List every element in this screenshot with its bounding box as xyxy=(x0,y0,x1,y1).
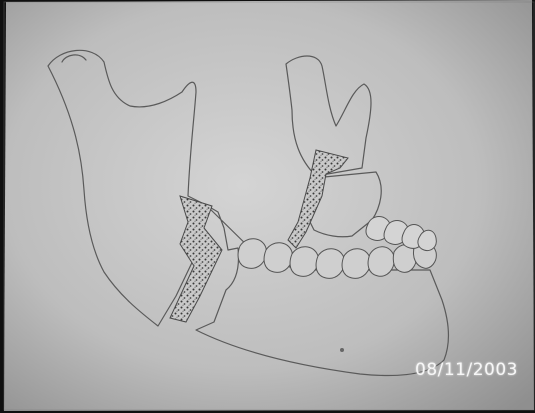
paper-background xyxy=(4,0,534,411)
date-stamp: 08/11/2003 xyxy=(415,360,518,380)
